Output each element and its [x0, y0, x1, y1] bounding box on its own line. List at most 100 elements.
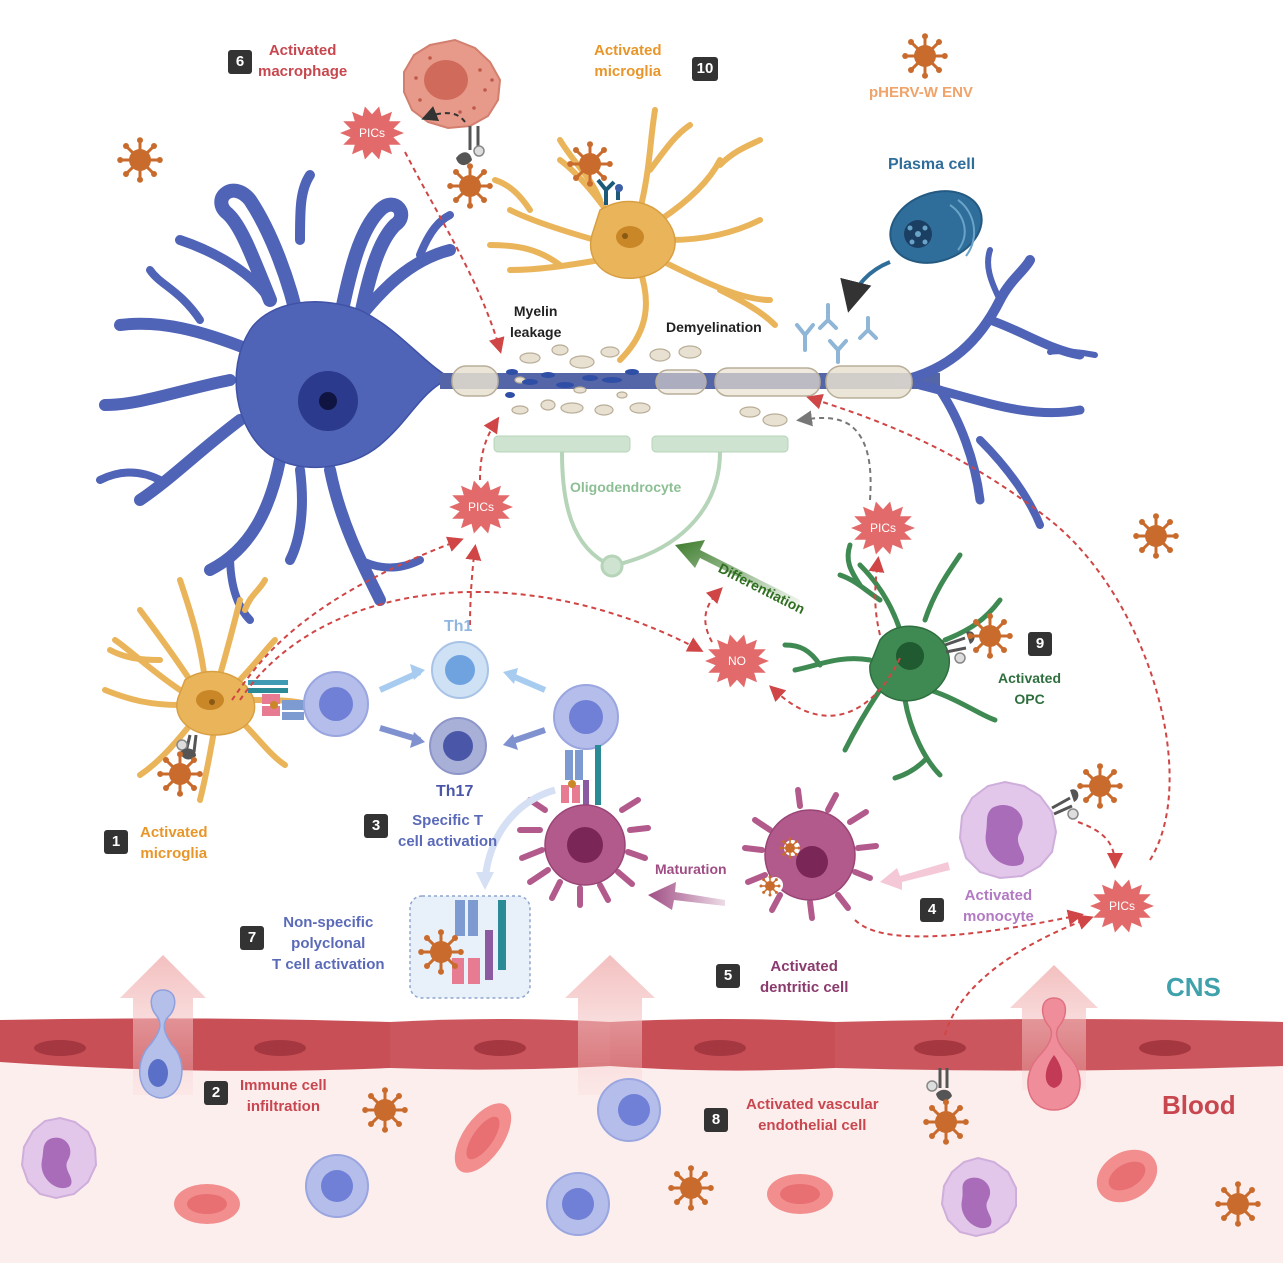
neuron	[96, 170, 1098, 624]
myelin-debris	[511, 344, 788, 427]
virus-particle	[447, 163, 493, 209]
virus-particle	[902, 33, 948, 79]
pics-burst-opc	[851, 501, 915, 555]
label-activated-dc: Activated dentritic cell	[760, 958, 849, 996]
label-non-specific: Non-specific polyclonal T cell activatio…	[272, 914, 385, 973]
opc-receptor-tip	[954, 652, 966, 664]
signaling-pathways	[231, 151, 1171, 1036]
label-activated-endothelial: Activated vascular endothelial cell	[746, 1096, 879, 1134]
badge-8: 8	[704, 1108, 728, 1132]
monocyte-receptor-tip	[1067, 808, 1079, 820]
opc	[782, 542, 1003, 781]
monocyte-receptor-head	[1070, 789, 1079, 802]
rbc-3	[767, 1174, 833, 1214]
no-burst	[705, 634, 769, 688]
t-cell-activation-arrow-head	[476, 872, 494, 890]
label-th17: Th17	[436, 783, 474, 800]
badge-3: 3	[364, 814, 388, 838]
opc-myelin-path	[796, 410, 872, 501]
label-maturation: Maturation	[655, 861, 727, 877]
label-activated-opc: Activated OPC	[998, 670, 1062, 707]
badge-5: 5	[716, 964, 740, 988]
macrophage-feedback-path	[421, 106, 466, 123]
pics-label-monocyte: PICs	[1109, 899, 1135, 913]
microglia-top	[487, 107, 778, 363]
rbc-2	[454, 1103, 512, 1173]
opc-receptor	[944, 636, 967, 654]
pics-bursts	[340, 106, 1154, 933]
dendritic-cell-main-body	[544, 804, 626, 886]
virus-particle	[1077, 763, 1123, 809]
t-cell-activation-arrow	[481, 786, 557, 881]
no-label: NO	[728, 654, 746, 668]
activated-monocyte	[958, 780, 1058, 880]
maturation-arrow	[648, 882, 725, 910]
antibodies	[795, 303, 878, 364]
badge-6: 6	[228, 50, 252, 74]
non-specific-box	[409, 895, 531, 999]
rbc-4	[1096, 1149, 1158, 1203]
myelin-sheath	[451, 365, 913, 399]
microglia-left-receptor-head	[180, 748, 196, 760]
endothelial-receptor-head	[936, 1089, 952, 1102]
microglia-top-receptor-tip	[615, 184, 623, 192]
oligodendrocyte	[493, 435, 789, 578]
label-activated-microglia-top: Activated microglia	[594, 42, 662, 80]
dendritic-cell-activated-body	[764, 809, 856, 901]
th17-cell	[429, 717, 487, 775]
label-specific-t: Specific T cell activation	[398, 812, 498, 850]
label-demyelination: Demyelination	[666, 319, 762, 335]
blood-cells	[20, 1078, 1158, 1238]
label-activated-monocyte: Activated monocyte	[963, 887, 1034, 925]
monocyte-receptor	[1051, 796, 1073, 816]
label-pherv: pHERV-W ENV	[869, 84, 973, 101]
monocyte-blood-2	[940, 1156, 1017, 1238]
label-blood: Blood	[1162, 1090, 1236, 1120]
tcell-blood-1	[305, 1154, 369, 1218]
transmigrating-cells	[139, 989, 1081, 1111]
pics-label-microglia: PICs	[468, 500, 494, 514]
microglia-left-receptor-tip	[176, 739, 188, 751]
virus-particle	[418, 929, 464, 975]
label-myelin-leakage: Myelin leakage	[510, 303, 562, 340]
monocyte-arrow	[880, 862, 950, 890]
badge-10: 10	[692, 57, 718, 81]
pics-label-macrophage: PICs	[359, 126, 385, 140]
badge-7: 7	[240, 926, 264, 950]
virus-particles	[117, 33, 1261, 1227]
virus-particle	[779, 837, 801, 859]
pics-burst-microglia	[449, 480, 513, 534]
macrophage-receptor	[468, 126, 480, 150]
dendritic-cell-activated	[742, 787, 879, 921]
label-th1: Th1	[444, 618, 473, 635]
plasma-arrow	[840, 260, 891, 313]
dendritic-cell-main	[517, 797, 651, 908]
pics-burst-monocyte	[1090, 879, 1154, 933]
badge-4: 4	[920, 898, 944, 922]
myelin-fragments	[505, 369, 639, 398]
t-cell-right	[553, 684, 619, 750]
macrophage-receptor-bottom	[456, 145, 485, 166]
tcell-blood-2	[546, 1172, 610, 1236]
differentiation-small-arrows	[378, 664, 547, 750]
label-activated-macrophage: Activated macrophage	[258, 42, 348, 80]
badge-9: 9	[1028, 632, 1052, 656]
pics-label-opc: PICs	[870, 521, 896, 535]
burst-labels: PICs PICs PICs PICs NO	[359, 126, 1135, 913]
endothelial-receptor	[938, 1068, 949, 1088]
label-cns: CNS	[1166, 972, 1221, 1002]
microglia-left-body	[176, 670, 256, 736]
tcell-blood-3	[597, 1078, 661, 1142]
label-oligodendrocyte: Oligodendrocyte	[570, 479, 682, 495]
mhc-complex-dc	[561, 745, 601, 805]
differentiation-arrow	[675, 540, 800, 608]
plasma-cell	[889, 190, 983, 264]
label-immune-infiltration: Immune cell infiltration	[240, 1077, 327, 1115]
virus-particle	[157, 751, 203, 797]
pics-burst-macrophage	[340, 106, 404, 160]
virus-particle	[668, 1165, 714, 1211]
rbc-1	[174, 1184, 240, 1224]
th1-cell	[431, 641, 489, 699]
virus-particle	[1133, 513, 1179, 559]
